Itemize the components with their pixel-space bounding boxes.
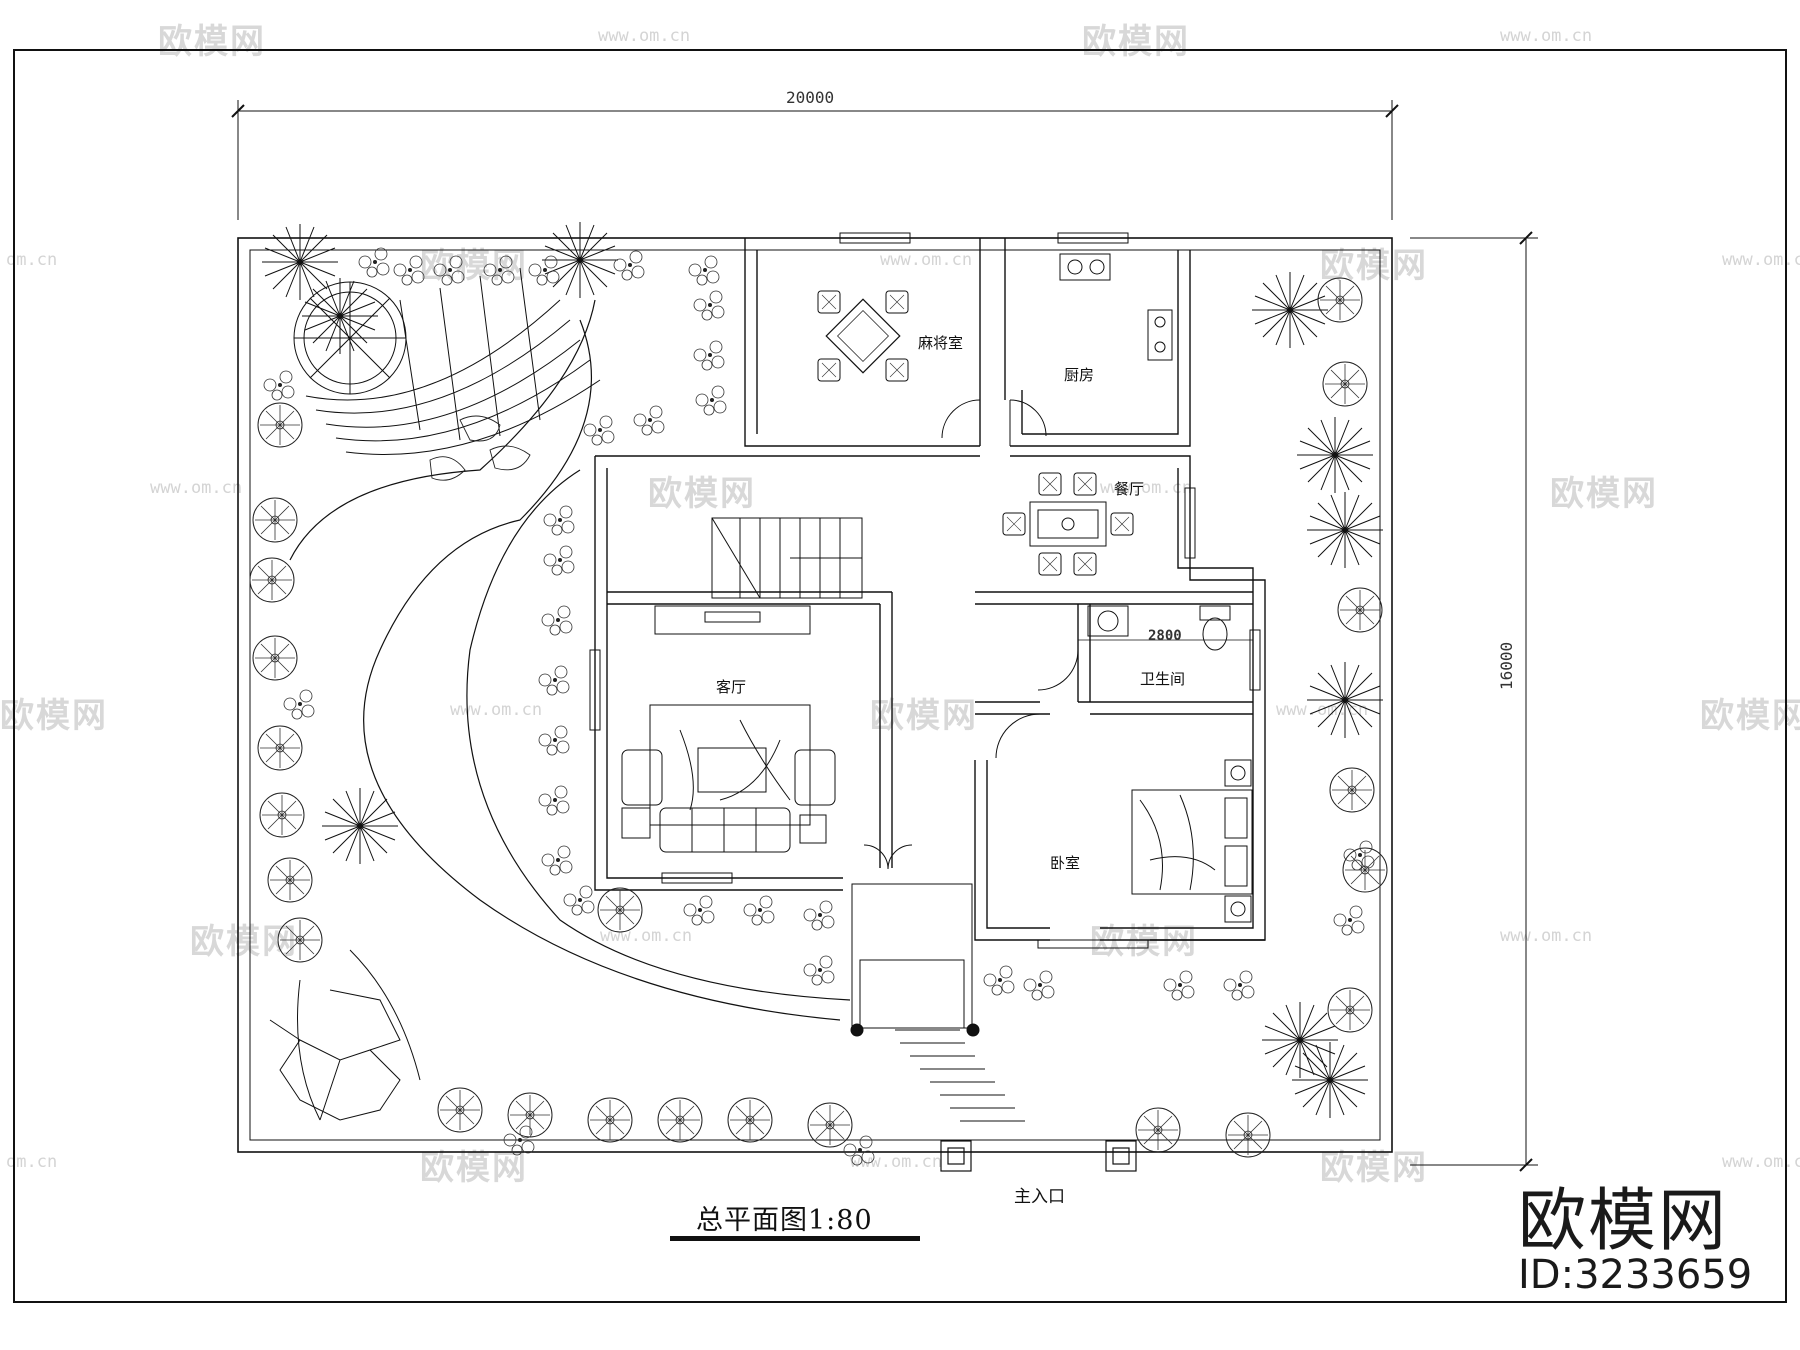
watermark-url: om.cn (6, 250, 58, 270)
watermark-brand: 欧模网 (870, 696, 978, 736)
bathroom-fixtures (1087, 605, 1231, 651)
watermark-url: www.om.cn (850, 1152, 943, 1172)
room-label-mahjong: 麻将室 (918, 334, 964, 352)
dimension-height-label: 16000 (1497, 641, 1516, 690)
watermark-brand: 欧模网 (1320, 246, 1428, 286)
room-label-dining: 餐厅 (1114, 480, 1145, 498)
dining-table (1029, 501, 1107, 547)
building-walls (594, 238, 1266, 941)
watermark-url: www.om.cn (880, 250, 973, 270)
front-steps (850, 883, 1025, 1122)
dimension-bathroom-label: 2800 (1148, 628, 1182, 644)
brand-logo-text: 欧模网 (1518, 1182, 1729, 1261)
watermark-brand: 欧模网 (420, 1148, 528, 1188)
watermark-url: www.om.cn (150, 478, 243, 498)
flower-beds (263, 247, 1375, 1166)
watermark-url: www.om.cn (1722, 1152, 1800, 1172)
watermark-brand: 欧模网 (648, 474, 756, 514)
rock-garden (429, 415, 531, 481)
watermark-url: www.om.cn (450, 700, 543, 720)
brand-id: ID:3233659 (1518, 1252, 1753, 1298)
watermark-brand: 欧模网 (1082, 22, 1190, 62)
kitchen-fixtures (1059, 253, 1173, 361)
room-label-kitchen: 厨房 (1064, 366, 1095, 384)
watermark-brand: 欧模网 (158, 22, 266, 62)
dimension-width-label: 20000 (786, 88, 835, 107)
watermark-brand: 欧模网 (1320, 1148, 1428, 1188)
windows (589, 232, 1261, 949)
watermark-brand: 欧模网 (1700, 696, 1800, 736)
watermark-url: om.cn (6, 1152, 58, 1172)
watermark-url: www.om.cn (598, 26, 691, 46)
main-entrance-label: 主入口 (1014, 1187, 1065, 1207)
room-label-living: 客厅 (716, 678, 747, 696)
pergola (293, 267, 601, 455)
title-underline (670, 1236, 920, 1241)
room-label-bedroom: 卧室 (1050, 854, 1081, 872)
gate-pillars (940, 1140, 1137, 1172)
watermark-brand: 欧模网 (1550, 474, 1658, 514)
watermark-url: www.om.cn (1100, 478, 1193, 498)
garden-path (289, 299, 851, 1021)
doors (863, 399, 1079, 870)
palm-trees (261, 221, 1384, 1119)
bed (1131, 759, 1253, 923)
living-room-furniture (621, 605, 836, 853)
stairs (711, 517, 863, 599)
large-tree (269, 949, 421, 1121)
site-boundary (237, 237, 1393, 1153)
sheet-frame (13, 49, 1787, 1303)
drawing-title: 总平面图1:80 (696, 1205, 873, 1236)
watermark-url: www.om.cn (1500, 926, 1593, 946)
mahjong-table (825, 298, 901, 374)
room-label-bathroom: 卫生间 (1140, 670, 1186, 688)
watermark-brand: 欧模网 (0, 696, 108, 736)
watermark-url: www.om.cn (600, 926, 693, 946)
watermark-brand: 欧模网 (420, 246, 528, 286)
watermark-url: www.om.cn (1500, 26, 1593, 46)
shrubs (249, 277, 1388, 1158)
watermark-url: www.om.cn (1722, 250, 1800, 270)
